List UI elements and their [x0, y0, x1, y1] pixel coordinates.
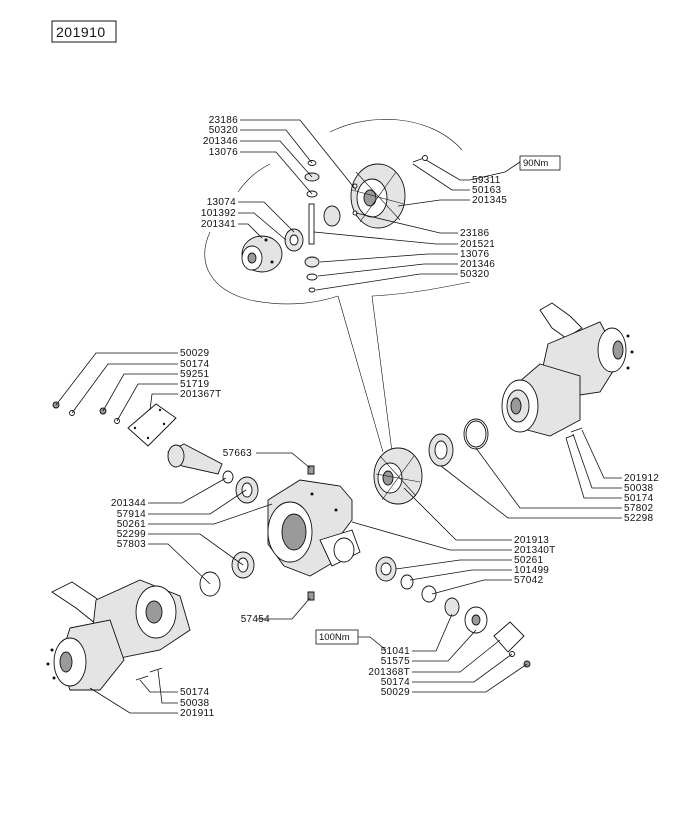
pinion-shaft	[167, 443, 223, 475]
label: 50038	[624, 483, 653, 494]
differential-case	[241, 235, 283, 273]
label: 57803	[117, 539, 146, 550]
label: 13076	[209, 147, 238, 158]
label: 59311	[472, 175, 501, 186]
label: 50320	[460, 269, 489, 280]
right-knuckle-assembly	[501, 302, 634, 439]
differential-detail-callout	[204, 119, 471, 453]
label: 201367T	[180, 389, 222, 400]
pinion-washer	[222, 470, 234, 484]
washer-bottom	[308, 287, 316, 293]
label: 50038	[180, 698, 209, 709]
label: 50029	[381, 687, 410, 698]
ring-57042	[421, 585, 437, 603]
torque-box-top: 90Nm	[519, 155, 561, 171]
label: 57454	[241, 614, 270, 625]
label: 201521	[460, 239, 495, 250]
label: 101499	[514, 565, 549, 576]
label: 201340T	[514, 545, 556, 556]
label: 201368T	[368, 667, 410, 678]
seal-51041	[444, 597, 460, 617]
label: 59251	[180, 369, 209, 380]
washer-lower	[306, 273, 318, 281]
label: 57663	[223, 448, 252, 459]
spider-gear-bottom	[304, 256, 320, 268]
label: 57802	[624, 503, 653, 514]
label: 50174	[624, 493, 653, 504]
label: 57042	[514, 575, 543, 586]
label: 50163	[472, 185, 501, 196]
label: 52299	[117, 529, 146, 540]
label: 52298	[624, 513, 653, 524]
detail-parts	[241, 155, 428, 293]
label: 13074	[207, 197, 236, 208]
assembly-number: 201910	[56, 24, 106, 40]
assembly-number-box: 201910	[51, 20, 117, 43]
label: 51575	[381, 656, 410, 667]
label: 57914	[117, 509, 146, 520]
left-knuckle-assembly	[46, 579, 191, 691]
label: 51041	[381, 646, 410, 657]
label: 50174	[180, 359, 209, 370]
flange-51575	[464, 606, 488, 634]
differential-housing	[267, 465, 361, 601]
side-gear	[323, 205, 341, 227]
label: 201345	[472, 195, 507, 206]
cover-plate	[127, 403, 177, 447]
torque-box-bottom: 100Nm	[315, 629, 359, 645]
label: 50261	[117, 519, 146, 530]
right-bearing	[428, 433, 454, 467]
label: 50029	[180, 348, 209, 359]
label: 50261	[514, 555, 543, 566]
torque-bottom-label: 100Nm	[319, 632, 350, 643]
cap-201368T	[493, 621, 525, 653]
label: 50174	[381, 677, 410, 688]
torque-top-label: 90Nm	[523, 158, 548, 169]
label: 201911	[180, 708, 215, 719]
label: 201346	[203, 136, 238, 147]
detail-ring-gear	[350, 163, 406, 229]
label: 201341	[201, 219, 236, 230]
label: 23186	[460, 228, 489, 239]
cross-shaft	[308, 203, 315, 245]
label: 201912	[624, 473, 659, 484]
label: 50174	[180, 687, 209, 698]
label: 201913	[514, 535, 549, 546]
label: 51719	[180, 379, 209, 390]
label: 13076	[460, 249, 489, 260]
ring-101499	[400, 574, 414, 590]
leader-lines	[55, 119, 622, 714]
ring-gear-main	[373, 447, 423, 505]
right-lower-bearing	[375, 556, 397, 582]
label: 101392	[201, 208, 236, 219]
left-bearing-upper	[235, 476, 259, 504]
label: 50320	[209, 125, 238, 136]
label: 23186	[209, 115, 238, 126]
part-labels: 23186 50320 201346 13076 13074 101392 20…	[111, 115, 659, 719]
label: 201344	[111, 498, 146, 509]
small-bevel-gear	[284, 228, 304, 252]
label: 201346	[460, 259, 495, 270]
